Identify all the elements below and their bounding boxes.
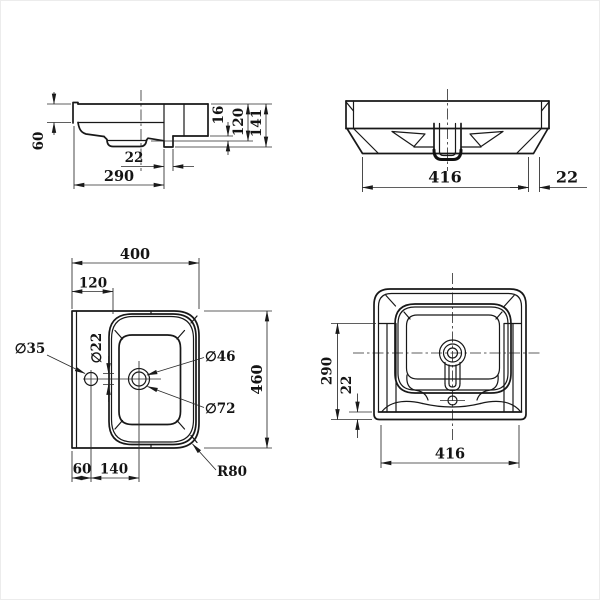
drain-spout-bottom [432,148,463,161]
underside-facet-left [391,130,435,148]
dim-label-bottom-290: 290 [320,357,336,385]
dim-label-dia35: ∅35 [15,341,46,357]
dim-label-side-16: 16 [211,106,227,125]
dim-bottom-width: 416 [380,425,520,468]
front-view: 416 22 [345,89,587,192]
left-wing [377,322,397,413]
drain-hole [446,347,459,359]
rim-outline [394,303,512,394]
dim-top-width: 400 [71,246,200,309]
leader-line [192,443,217,471]
wall-inner-line [377,292,523,413]
bowl-outline [118,334,182,426]
drain-spout-inner [438,122,457,155]
apron-inner-slant [515,127,543,155]
dim-label-side-22: 22 [125,150,144,166]
rim-outline [108,313,197,446]
drain-boss-outer [438,339,467,367]
dim-label-dia22: ∅22 [89,333,105,364]
dim-label-top-60: 60 [73,462,92,478]
dim-label-top-140: 140 [100,462,128,478]
dim-ledge-depth: 120 [71,276,114,314]
front-lip-outline [72,101,79,124]
trap-stem [444,361,461,385]
apron-curve-right [479,400,522,413]
apron-curve-center [421,402,482,408]
bowl-outline [405,314,501,380]
dim-depth-group: 22 290 [73,126,194,189]
trap-stem-end-inner [448,382,457,388]
callout-corner-radius: R80 [192,443,247,480]
dim-label-dia72: ∅72 [205,401,236,417]
leader-line [46,354,86,374]
outer-outline [373,288,527,421]
drain-spout-outer [433,122,462,151]
dim-hole-offsets: 60 140 [71,451,140,482]
surface-seams [385,294,515,320]
dim-label-front-416: 416 [428,168,461,187]
corner-seam [345,101,355,112]
apron-inner-slant [352,127,380,155]
dim-label-top-120: 120 [79,276,107,292]
corner-seam [540,101,550,112]
dim-label-side-290: 290 [104,168,134,185]
drain-boss-mid [442,343,463,363]
dim-label-bottom-416: 416 [435,446,465,463]
mount-tail-outline [163,135,174,148]
dim-label-front-22: 22 [556,168,578,187]
dim-front-width: 416 22 [361,157,587,192]
leader-line [146,386,205,408]
trap-stem-end [444,382,461,392]
dim-bottom-depth: 290 22 [320,322,376,438]
drain-spout-bottom-inner [438,151,457,157]
side-section-view: 60 16 120 141 22 290 [31,90,272,189]
dim-label-side-120: 120 [231,108,247,136]
bottom-view: 290 22 416 [320,273,541,468]
dim-label-bottom-22: 22 [339,376,355,395]
rim-inner-line [110,315,195,443]
surface-seams [114,310,198,449]
leader-line [146,357,205,376]
dim-label-side-141: 141 [249,109,265,137]
dim-top-depth: 460 [204,310,272,449]
dim-label-dia46: ∅46 [205,349,236,365]
underside-curve-right [476,374,499,401]
dim-right-stack: 16 120 141 [151,103,272,155]
underside-curve-left [406,374,429,401]
apron-outline [346,127,549,155]
bowl-profile [77,121,105,138]
dim-label-top-400: 400 [120,246,150,263]
outer-outline [71,310,200,449]
apron-curve-left [381,400,424,413]
callout-drain-inner: ∅46 [146,349,236,376]
callout-tap-hole: ∅35 [15,341,86,374]
callout-hole-22: ∅22 [89,333,114,402]
underside-facet-right [460,130,504,148]
drain-boss-profile [103,135,165,148]
top-plan-view: 400 120 460 ∅35 ∅22 ∅46 [15,246,272,482]
dim-label-r80: R80 [217,464,247,480]
dim-rim-height: 60 [31,92,71,150]
dim-label-side-60: 60 [31,132,47,151]
right-wing [503,322,523,413]
callout-drain-outer: ∅72 [146,386,236,417]
dim-label-top-460: 460 [249,364,266,394]
